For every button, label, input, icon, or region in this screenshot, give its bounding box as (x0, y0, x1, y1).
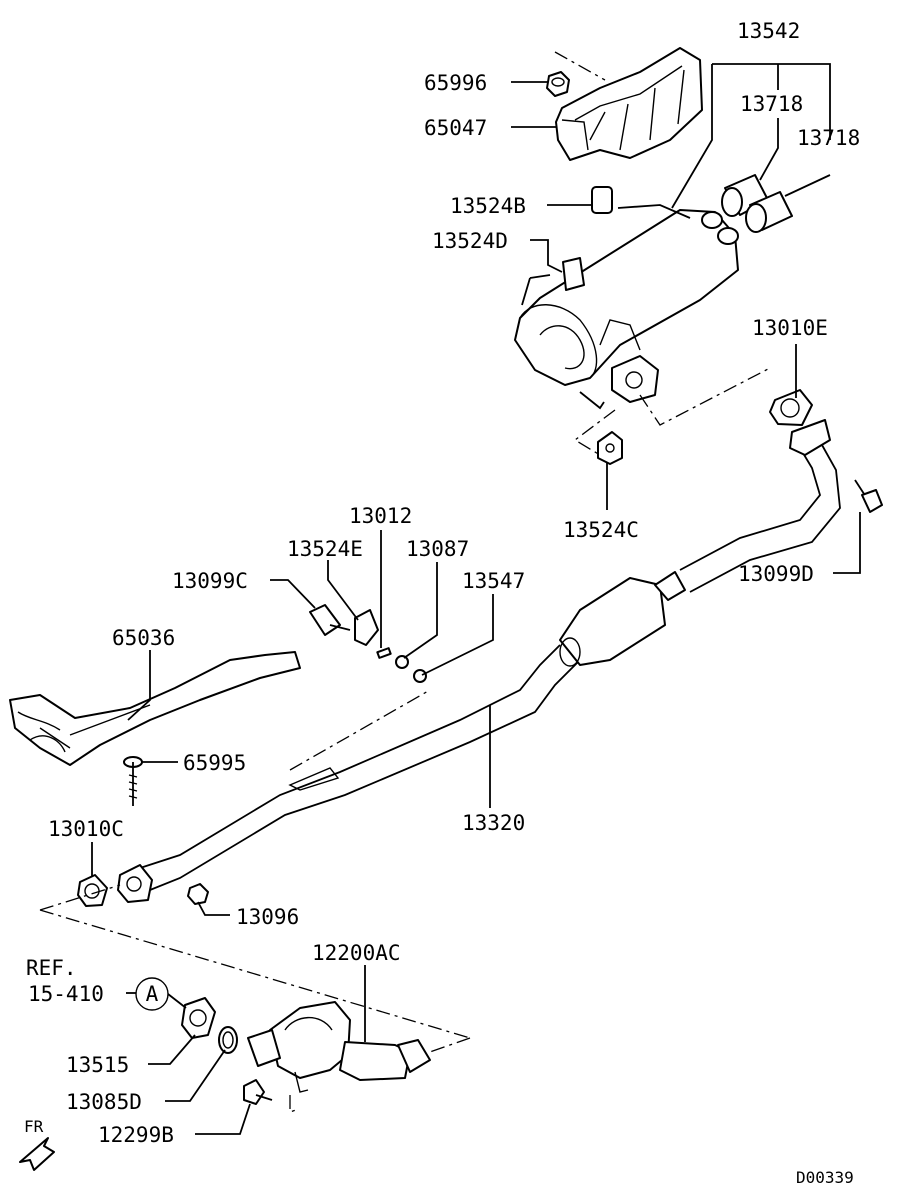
label-13542: 13542 (737, 19, 800, 43)
label-13524c: 13524C (563, 518, 639, 542)
front-direction-arrow: FR (19, 1117, 55, 1171)
hanger-13524c (597, 431, 623, 465)
label-13012: 13012 (349, 504, 412, 528)
label-13718-a: 13718 (740, 92, 803, 116)
reference-marker-letter: A (146, 982, 159, 1006)
label-13524b: 13524B (450, 194, 526, 218)
part-labels: 13542 65996 13718 65047 13718 13524B 135… (26, 19, 860, 1187)
alignment-lines (39, 51, 771, 1113)
label-13096: 13096 (236, 905, 299, 929)
gasket-13010e (769, 389, 813, 426)
drawing-code: D00339 (796, 1168, 854, 1187)
nut-65996 (546, 71, 570, 97)
label-13515: 13515 (66, 1053, 129, 1077)
label-65996: 65996 (424, 71, 487, 95)
gasket-13010c (77, 874, 108, 907)
label-13524e: 13524E (287, 537, 363, 561)
ref-label-line2: 15-410 (28, 982, 104, 1006)
label-65047: 65047 (424, 116, 487, 140)
label-13010e: 13010E (752, 316, 828, 340)
ring-13085d (218, 1026, 238, 1054)
label-13320: 13320 (462, 811, 525, 835)
main-muffler (514, 204, 739, 410)
label-13524d: 13524D (432, 229, 508, 253)
bolt-65995 (123, 756, 143, 806)
sensor-hardware (309, 604, 427, 683)
leader-lines (91, 63, 861, 1135)
heat-protector-upper (555, 47, 703, 161)
label-13085d: 13085D (66, 1090, 142, 1114)
hanger-13524b (591, 186, 613, 214)
label-13099d: 13099D (738, 562, 814, 586)
tail-pipe-cutters (721, 174, 793, 233)
reference-marker: A (135, 977, 187, 1011)
bolt-12299b (243, 1079, 273, 1105)
ref-label-line1: REF. (26, 956, 77, 980)
front-catalytic-converter (247, 1001, 431, 1093)
label-12200ac: 12200AC (312, 941, 401, 965)
front-direction-label: FR (24, 1117, 44, 1136)
gasket-13515 (181, 997, 216, 1039)
label-13087: 13087 (406, 537, 469, 561)
label-13099c: 13099C (172, 569, 248, 593)
label-13010c: 13010C (48, 817, 124, 841)
hanger-13524d (562, 257, 585, 291)
label-13718-b: 13718 (797, 126, 860, 150)
label-65036: 65036 (112, 626, 175, 650)
nut-13096 (187, 883, 209, 905)
bolt-13099d (854, 479, 883, 513)
label-13547: 13547 (462, 569, 525, 593)
label-12299b: 12299B (98, 1123, 174, 1147)
center-exhaust-pipe (117, 419, 841, 903)
heat-protector-front (9, 651, 301, 766)
label-65995: 65995 (183, 751, 246, 775)
